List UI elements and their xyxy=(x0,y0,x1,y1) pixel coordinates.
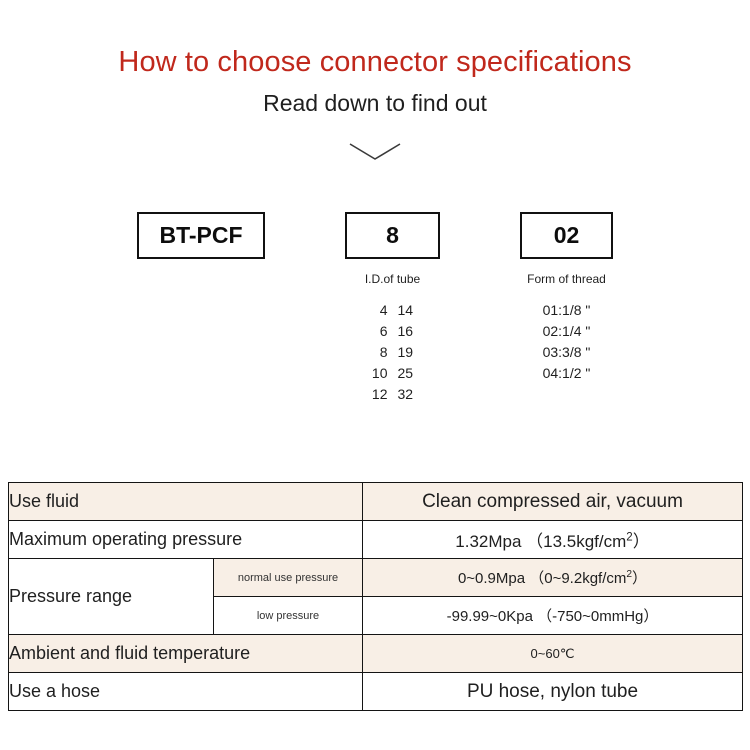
list-item: 02:1/4 " xyxy=(542,323,591,339)
list-item: 10 25 xyxy=(345,363,440,384)
list-item: 01:1/8 " xyxy=(542,302,591,318)
spec-label-max-operating-pressure: Maximum operating pressure xyxy=(8,520,363,559)
spec-value-max-operating-pressure: 1.32Mpa （13.5kgf/cm2） xyxy=(362,520,743,559)
table-row: Ambient and fluid temperature 0~60℃ xyxy=(8,634,743,673)
spec-label-pressure-range: Pressure range xyxy=(8,558,214,635)
spec-sublabel-low-pressure: low pressure xyxy=(213,596,363,635)
page-subtitle: Read down to find out xyxy=(263,90,487,116)
list-item: 4 14 xyxy=(345,300,440,321)
spec-value-low-pressure: -99.99~0Kpa （-750~0mmHg） xyxy=(362,596,743,635)
spec-sublabel-normal-use-pressure: normal use pressure xyxy=(213,558,363,597)
spec-label-use-fluid: Use fluid xyxy=(8,482,363,521)
caption-form-of-thread: Form of thread xyxy=(527,272,606,286)
caption-id-of-tube: I.D.of tube xyxy=(364,272,421,286)
list-item: 12 32 xyxy=(345,384,440,405)
specification-table: Use fluid Clean compressed air, vacuum M… xyxy=(8,482,743,711)
spec-label-use-a-hose: Use a hose xyxy=(8,672,363,711)
code-box-form-of-thread[interactable]: 02 xyxy=(520,212,613,259)
id-option-size: 6 xyxy=(379,323,388,339)
id-option-od: 19 xyxy=(397,344,414,360)
list-item: 04:1/2 " xyxy=(542,365,591,381)
id-option-size: 12 xyxy=(371,386,388,402)
page-title: How to choose connector specifications xyxy=(118,46,632,78)
id-option-size: 8 xyxy=(379,344,388,360)
table-row: low pressure -99.99~0Kpa （-750~0mmHg） xyxy=(9,596,743,635)
spec-label-ambient-fluid-temperature: Ambient and fluid temperature xyxy=(8,634,363,673)
list-item: 03:3/8 " xyxy=(542,344,591,360)
id-option-size: 4 xyxy=(379,302,388,318)
list-item: 6 16 xyxy=(345,321,440,342)
spec-value-use-fluid: Clean compressed air, vacuum xyxy=(362,482,743,521)
table-row: Use fluid Clean compressed air, vacuum xyxy=(8,482,743,521)
list-item: 8 19 xyxy=(345,342,440,363)
id-option-od: 32 xyxy=(397,386,414,402)
id-option-size: 10 xyxy=(371,365,388,381)
table-row: Use a hose PU hose, nylon tube xyxy=(8,672,743,711)
id-of-tube-option-list: 4 14 6 16 8 19 10 25 12 32 xyxy=(345,300,440,405)
form-of-thread-option-list: 01:1/8 " 02:1/4 " 03:3/8 " 04:1/2 " xyxy=(500,300,633,384)
table-row: Pressure range normal use pressure 0~0.9… xyxy=(8,558,743,635)
chevron-arrow-wrapper xyxy=(0,140,750,164)
code-box-id-of-tube[interactable]: 8 xyxy=(345,212,440,259)
spec-value-normal-use-pressure: 0~0.9Mpa （0~9.2kgf/cm2） xyxy=(362,558,743,597)
spec-value-ambient-fluid-temperature: 0~60℃ xyxy=(362,634,743,673)
id-option-od: 14 xyxy=(397,302,414,318)
chevron-down-icon xyxy=(349,143,401,160)
id-option-od: 16 xyxy=(397,323,414,339)
spec-value-use-a-hose: PU hose, nylon tube xyxy=(362,672,743,711)
code-box-prefix[interactable]: BT-PCF xyxy=(137,212,265,259)
id-option-od: 25 xyxy=(397,365,414,381)
table-row: Maximum operating pressure 1.32Mpa （13.5… xyxy=(8,520,743,559)
